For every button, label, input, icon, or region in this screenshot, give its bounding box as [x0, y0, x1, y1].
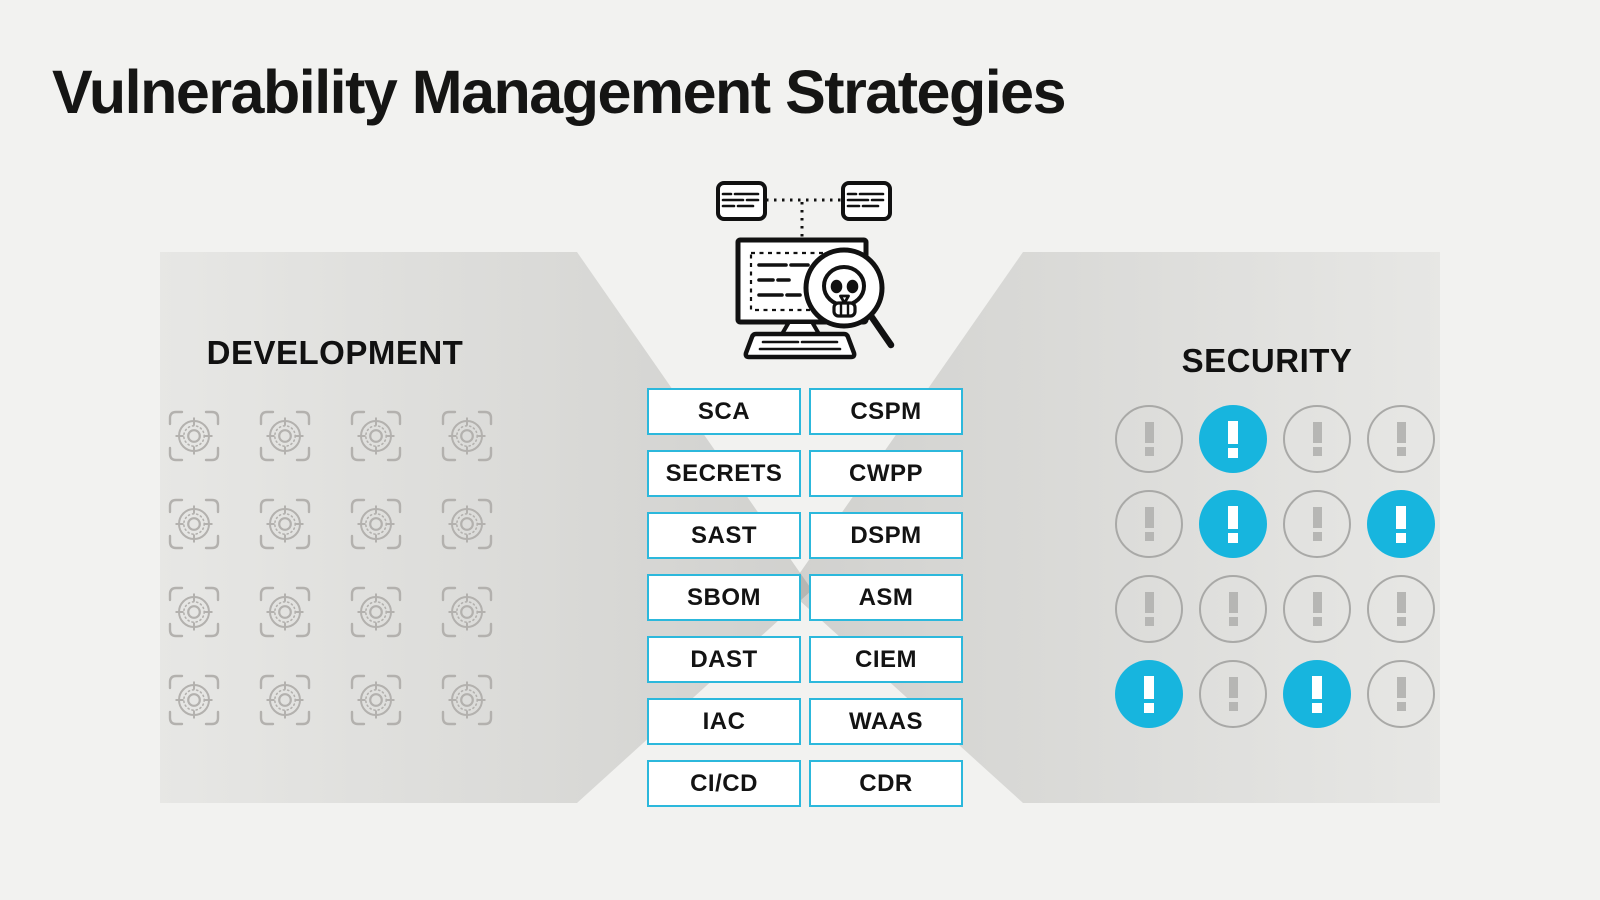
target-scope-icon — [259, 674, 311, 726]
tool-box-cspm: CSPM — [809, 388, 963, 435]
exclamation-circle-icon-active — [1367, 490, 1435, 558]
tool-box-sca: SCA — [647, 388, 801, 435]
exclamation-dot — [1228, 447, 1238, 458]
target-scope-icon — [441, 586, 493, 638]
tool-box-ci-cd: CI/CD — [647, 760, 801, 807]
tool-box-sbom: SBOM — [647, 574, 801, 621]
exclamation-dot — [1228, 617, 1238, 626]
exclamation-dot — [1396, 617, 1406, 626]
target-scope-icon — [350, 498, 402, 550]
target-scope-icon — [350, 410, 402, 462]
exclamation-dot — [1144, 447, 1154, 456]
exclamation-dot — [1312, 617, 1322, 626]
exclamation-dot — [1312, 447, 1322, 456]
exclamation-bar — [1312, 592, 1322, 613]
exclamation-circle-icon-idle — [1367, 660, 1435, 728]
exclamation-dot — [1396, 532, 1406, 543]
exclamation-circle-icon-idle — [1199, 660, 1267, 728]
tool-box-iac: IAC — [647, 698, 801, 745]
development-heading: DEVELOPMENT — [206, 334, 464, 371]
security-alert-grid — [1115, 405, 1435, 728]
exclamation-circle-icon-idle — [1115, 490, 1183, 558]
exclamation-bar — [1228, 420, 1238, 444]
exclamation-bar — [1396, 505, 1406, 529]
exclamation-circle-icon-idle — [1367, 405, 1435, 473]
vulnerability-scan-illustration — [702, 174, 898, 360]
exclamation-circle-icon-active — [1283, 660, 1351, 728]
exclamation-bar — [1228, 677, 1238, 698]
tool-box-dast: DAST — [647, 636, 801, 683]
exclamation-dot — [1396, 447, 1406, 456]
exclamation-dot — [1144, 702, 1154, 713]
exclamation-dot — [1396, 702, 1406, 711]
exclamation-bar — [1144, 675, 1154, 699]
target-scope-icon — [259, 498, 311, 550]
page-title: Vulnerability Management Strategies — [52, 58, 1067, 126]
exclamation-dot — [1228, 702, 1238, 711]
dev-tools-column: SCA SECRETS SAST SBOM DAST IAC CI/CD — [647, 388, 801, 807]
monitor-skull-magnifier-icon — [716, 181, 895, 360]
exclamation-circle-icon-idle — [1283, 405, 1351, 473]
exclamation-dot — [1144, 532, 1154, 541]
exclamation-circle-icon-idle — [1283, 490, 1351, 558]
development-target-grid — [165, 407, 496, 729]
tool-box-dspm: DSPM — [809, 512, 963, 559]
exclamation-dot — [1228, 532, 1238, 543]
exclamation-circle-icon-idle — [1115, 575, 1183, 643]
target-scope-icon — [168, 674, 220, 726]
tool-box-asm: ASM — [809, 574, 963, 621]
security-tools-column: CSPM CWPP DSPM ASM CIEM WAAS CDR — [809, 388, 963, 807]
tool-box-waas: WAAS — [809, 698, 963, 745]
exclamation-circle-icon-idle — [1115, 405, 1183, 473]
target-scope-icon — [168, 498, 220, 550]
target-scope-icon — [168, 410, 220, 462]
tool-box-sast: SAST — [647, 512, 801, 559]
exclamation-circle-icon-active — [1199, 490, 1267, 558]
exclamation-circle-icon-active — [1199, 405, 1267, 473]
exclamation-bar — [1396, 677, 1406, 698]
target-scope-icon — [441, 674, 493, 726]
exclamation-circle-icon-idle — [1199, 575, 1267, 643]
exclamation-circle-icon-idle — [1367, 575, 1435, 643]
target-scope-icon — [350, 586, 402, 638]
tool-box-secrets: SECRETS — [647, 450, 801, 497]
exclamation-bar — [1144, 592, 1154, 613]
exclamation-bar — [1312, 507, 1322, 528]
security-heading: SECURITY — [1181, 342, 1353, 379]
exclamation-dot — [1312, 532, 1322, 541]
exclamation-bar — [1228, 592, 1238, 613]
target-scope-icon — [441, 498, 493, 550]
target-scope-icon — [259, 410, 311, 462]
tool-box-ciem: CIEM — [809, 636, 963, 683]
exclamation-bar — [1144, 422, 1154, 443]
exclamation-circle-icon-idle — [1283, 575, 1351, 643]
exclamation-bar — [1396, 422, 1406, 443]
target-scope-icon — [350, 674, 402, 726]
exclamation-bar — [1312, 675, 1322, 699]
exclamation-bar — [1396, 592, 1406, 613]
exclamation-circle-icon-active — [1115, 660, 1183, 728]
exclamation-bar — [1312, 422, 1322, 443]
exclamation-bar — [1228, 505, 1238, 529]
tool-box-cdr: CDR — [809, 760, 963, 807]
exclamation-dot — [1144, 617, 1154, 626]
target-scope-icon — [441, 410, 493, 462]
exclamation-bar — [1144, 507, 1154, 528]
exclamation-dot — [1312, 702, 1322, 713]
target-scope-icon — [168, 586, 220, 638]
target-scope-icon — [259, 586, 311, 638]
tool-box-cwpp: CWPP — [809, 450, 963, 497]
